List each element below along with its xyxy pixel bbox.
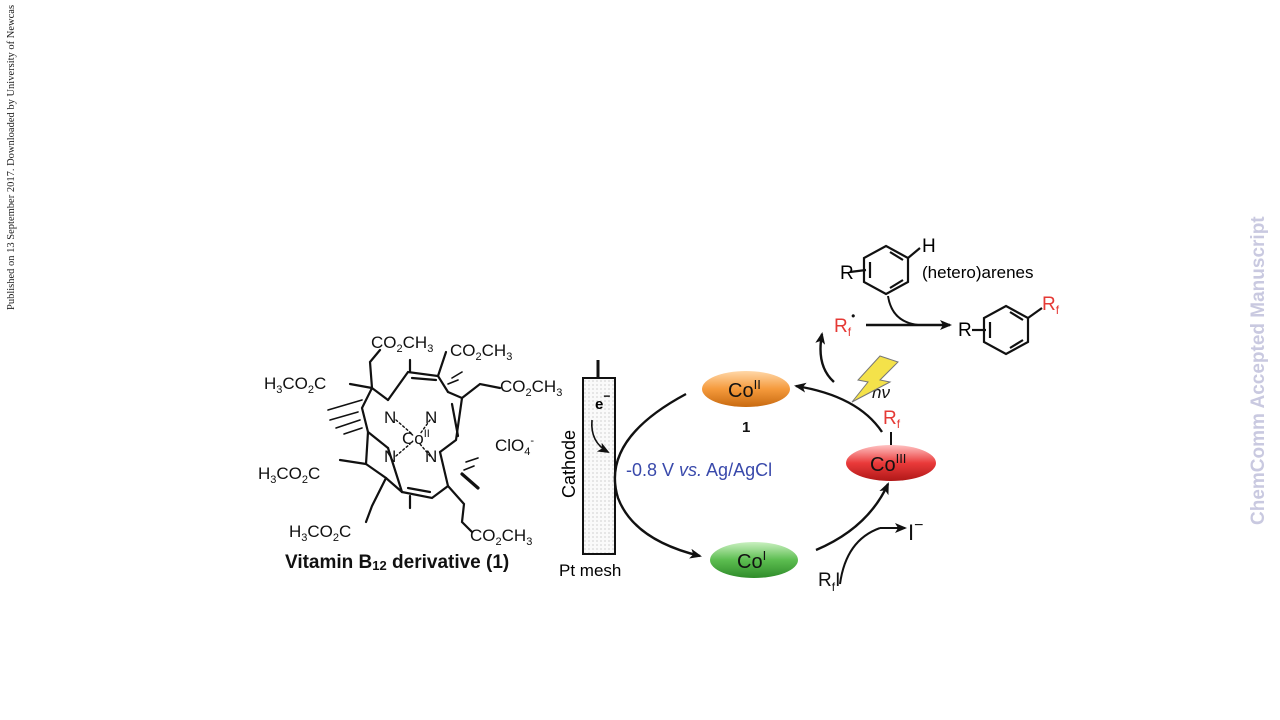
cathode-electrode: e− Cathode Pt mesh -0.8 V vs. Ag/AgCl xyxy=(559,360,772,580)
hashed-wedge-top xyxy=(447,371,463,385)
compound-number: 1 xyxy=(742,419,750,436)
chain-left-upper xyxy=(348,382,374,390)
rfi-entry-arrow xyxy=(839,527,881,585)
nitrogen-bottom-left: N xyxy=(384,447,396,466)
nitrogen-top-right: N xyxy=(425,408,437,427)
product-r-label: R xyxy=(958,320,972,341)
cycle-labels: CoII 1 CoI CoIII Rf RfI I− hν xyxy=(728,377,923,594)
n-co-bonds xyxy=(395,419,431,457)
counterion: ClO4- xyxy=(495,435,534,458)
arene-h-label: H xyxy=(922,236,936,257)
subst-bottom-right: CO2CH3 xyxy=(470,526,532,548)
co-iii-node xyxy=(846,445,936,481)
co-iii-label: CoIII xyxy=(870,451,906,476)
product-rf-label: Rf xyxy=(1042,294,1060,317)
subst-left-upper: H3CO2C xyxy=(264,374,326,396)
radical-release-arrow xyxy=(815,332,835,383)
hashed-wedge-left xyxy=(327,399,363,435)
subst-left-lower: H3CO2C xyxy=(258,464,320,486)
reduction-arrow xyxy=(613,392,702,559)
product-ring xyxy=(972,304,1043,356)
arene-name: (hetero)arenes xyxy=(922,263,1034,282)
ring-e-bonds xyxy=(364,430,404,494)
pt-mesh-plate xyxy=(582,377,616,555)
ring-b-bonds xyxy=(386,370,450,402)
lightning-bolt-icon xyxy=(851,355,899,403)
rf-on-co-iii: Rf xyxy=(883,408,901,431)
ring-a-bonds xyxy=(360,386,390,450)
b12-structure xyxy=(327,348,502,534)
co-ii-label: CoII xyxy=(728,377,761,402)
nitrogen-bottom-right: N xyxy=(425,447,437,466)
chain-bottom-right xyxy=(446,484,474,534)
catalytic-cycle xyxy=(613,332,907,585)
hashed-wedge-right xyxy=(463,457,479,471)
chain-top-right xyxy=(436,350,448,378)
electron-label: e− xyxy=(595,389,610,413)
subst-right: CO2CH3 xyxy=(500,377,562,399)
subst-top-left: CO2CH3 xyxy=(371,333,433,355)
chain-bottom-left xyxy=(364,476,388,524)
co-ii-node xyxy=(702,371,790,407)
double-bond-right xyxy=(450,402,460,438)
electron-flow-arrow xyxy=(591,419,610,453)
arene-r-label: R xyxy=(840,263,854,284)
subst-top-right: CO2CH3 xyxy=(450,341,512,363)
cobalt-center: CoII xyxy=(402,428,430,448)
nitrogen-top-left: N xyxy=(384,408,396,427)
iodide-byproduct: I− xyxy=(908,517,923,545)
radical-coupling: Rf• H R (hetero)arenes R Rf xyxy=(834,236,1060,356)
potential-label: -0.8 V vs. Ag/AgCl xyxy=(626,460,772,480)
co-i-label: CoI xyxy=(737,548,766,573)
ring-c-bonds xyxy=(438,390,464,454)
chain-top-left xyxy=(368,348,382,390)
pt-mesh-label: Pt mesh xyxy=(559,561,621,580)
cathode-label: Cathode xyxy=(559,430,579,498)
arene-entry-arrow xyxy=(887,295,919,326)
oxidative-addition-arrow xyxy=(815,482,890,552)
arene-ring xyxy=(849,244,921,296)
double-bond-bottom xyxy=(406,486,432,494)
double-bond-top xyxy=(410,376,438,382)
subst-bottom-left: H3CO2C xyxy=(289,522,351,544)
chain-right xyxy=(460,382,502,400)
rf-radical: Rf• xyxy=(834,309,855,339)
co-i-node xyxy=(710,542,798,578)
b12-labels: CO2CH3 CO2CH3 CO2CH3 H3CO2C H3CO2C H3CO2… xyxy=(258,333,562,573)
structure-caption: Vitamin B12 derivative (1) xyxy=(285,552,509,573)
methyl-right xyxy=(460,472,480,490)
ring-d-bonds xyxy=(386,446,450,500)
chain-left-lower xyxy=(338,458,368,466)
homolysis-arrow xyxy=(794,382,883,433)
rfi-reagent: RfI xyxy=(818,570,840,594)
